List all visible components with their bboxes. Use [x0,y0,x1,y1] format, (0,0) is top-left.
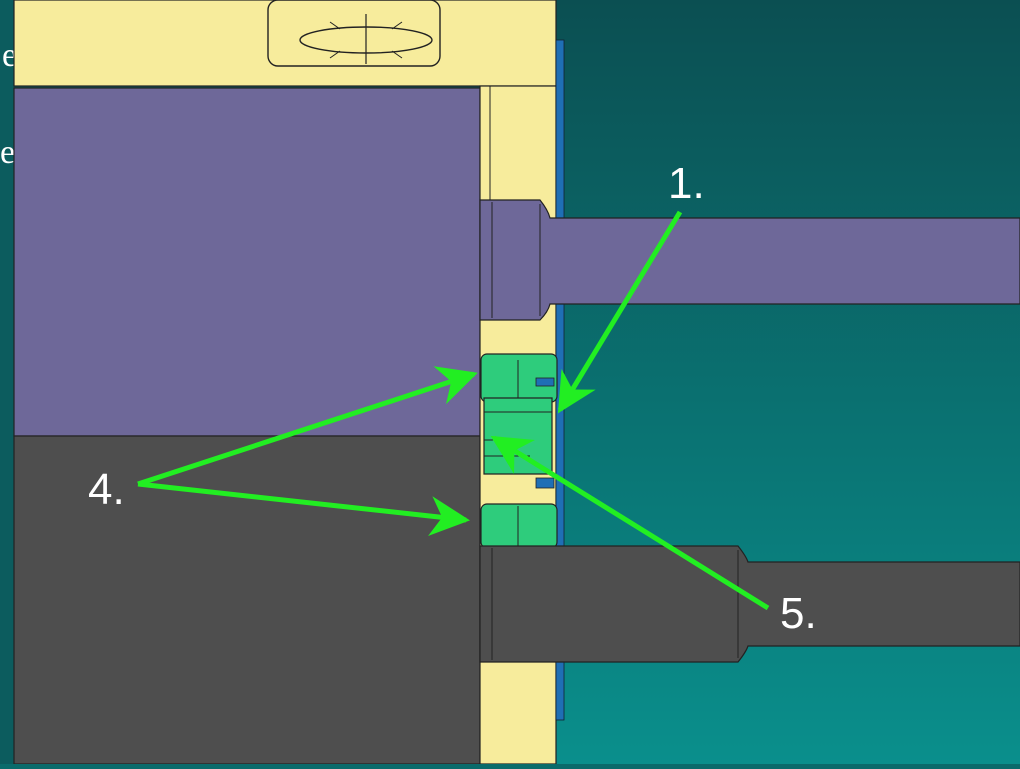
left-frame-band [0,0,14,764]
green-insert-bottom [480,503,558,549]
callout-label-4: 4. [88,465,125,514]
arrow-4-lower [137,481,470,536]
arrow-4-upper [137,366,478,487]
purple-rod [479,199,1020,321]
arrow-5 [490,435,770,611]
green-insert-middle [483,397,553,475]
arrow-1 [557,210,683,414]
gray-rod [479,545,1020,663]
slide-text-fragment-1: e [2,37,17,74]
gray-block [13,435,481,765]
callout-label-5: 5. [780,589,817,638]
callout-label-1: 1. [668,159,705,208]
purple-block [13,87,481,437]
